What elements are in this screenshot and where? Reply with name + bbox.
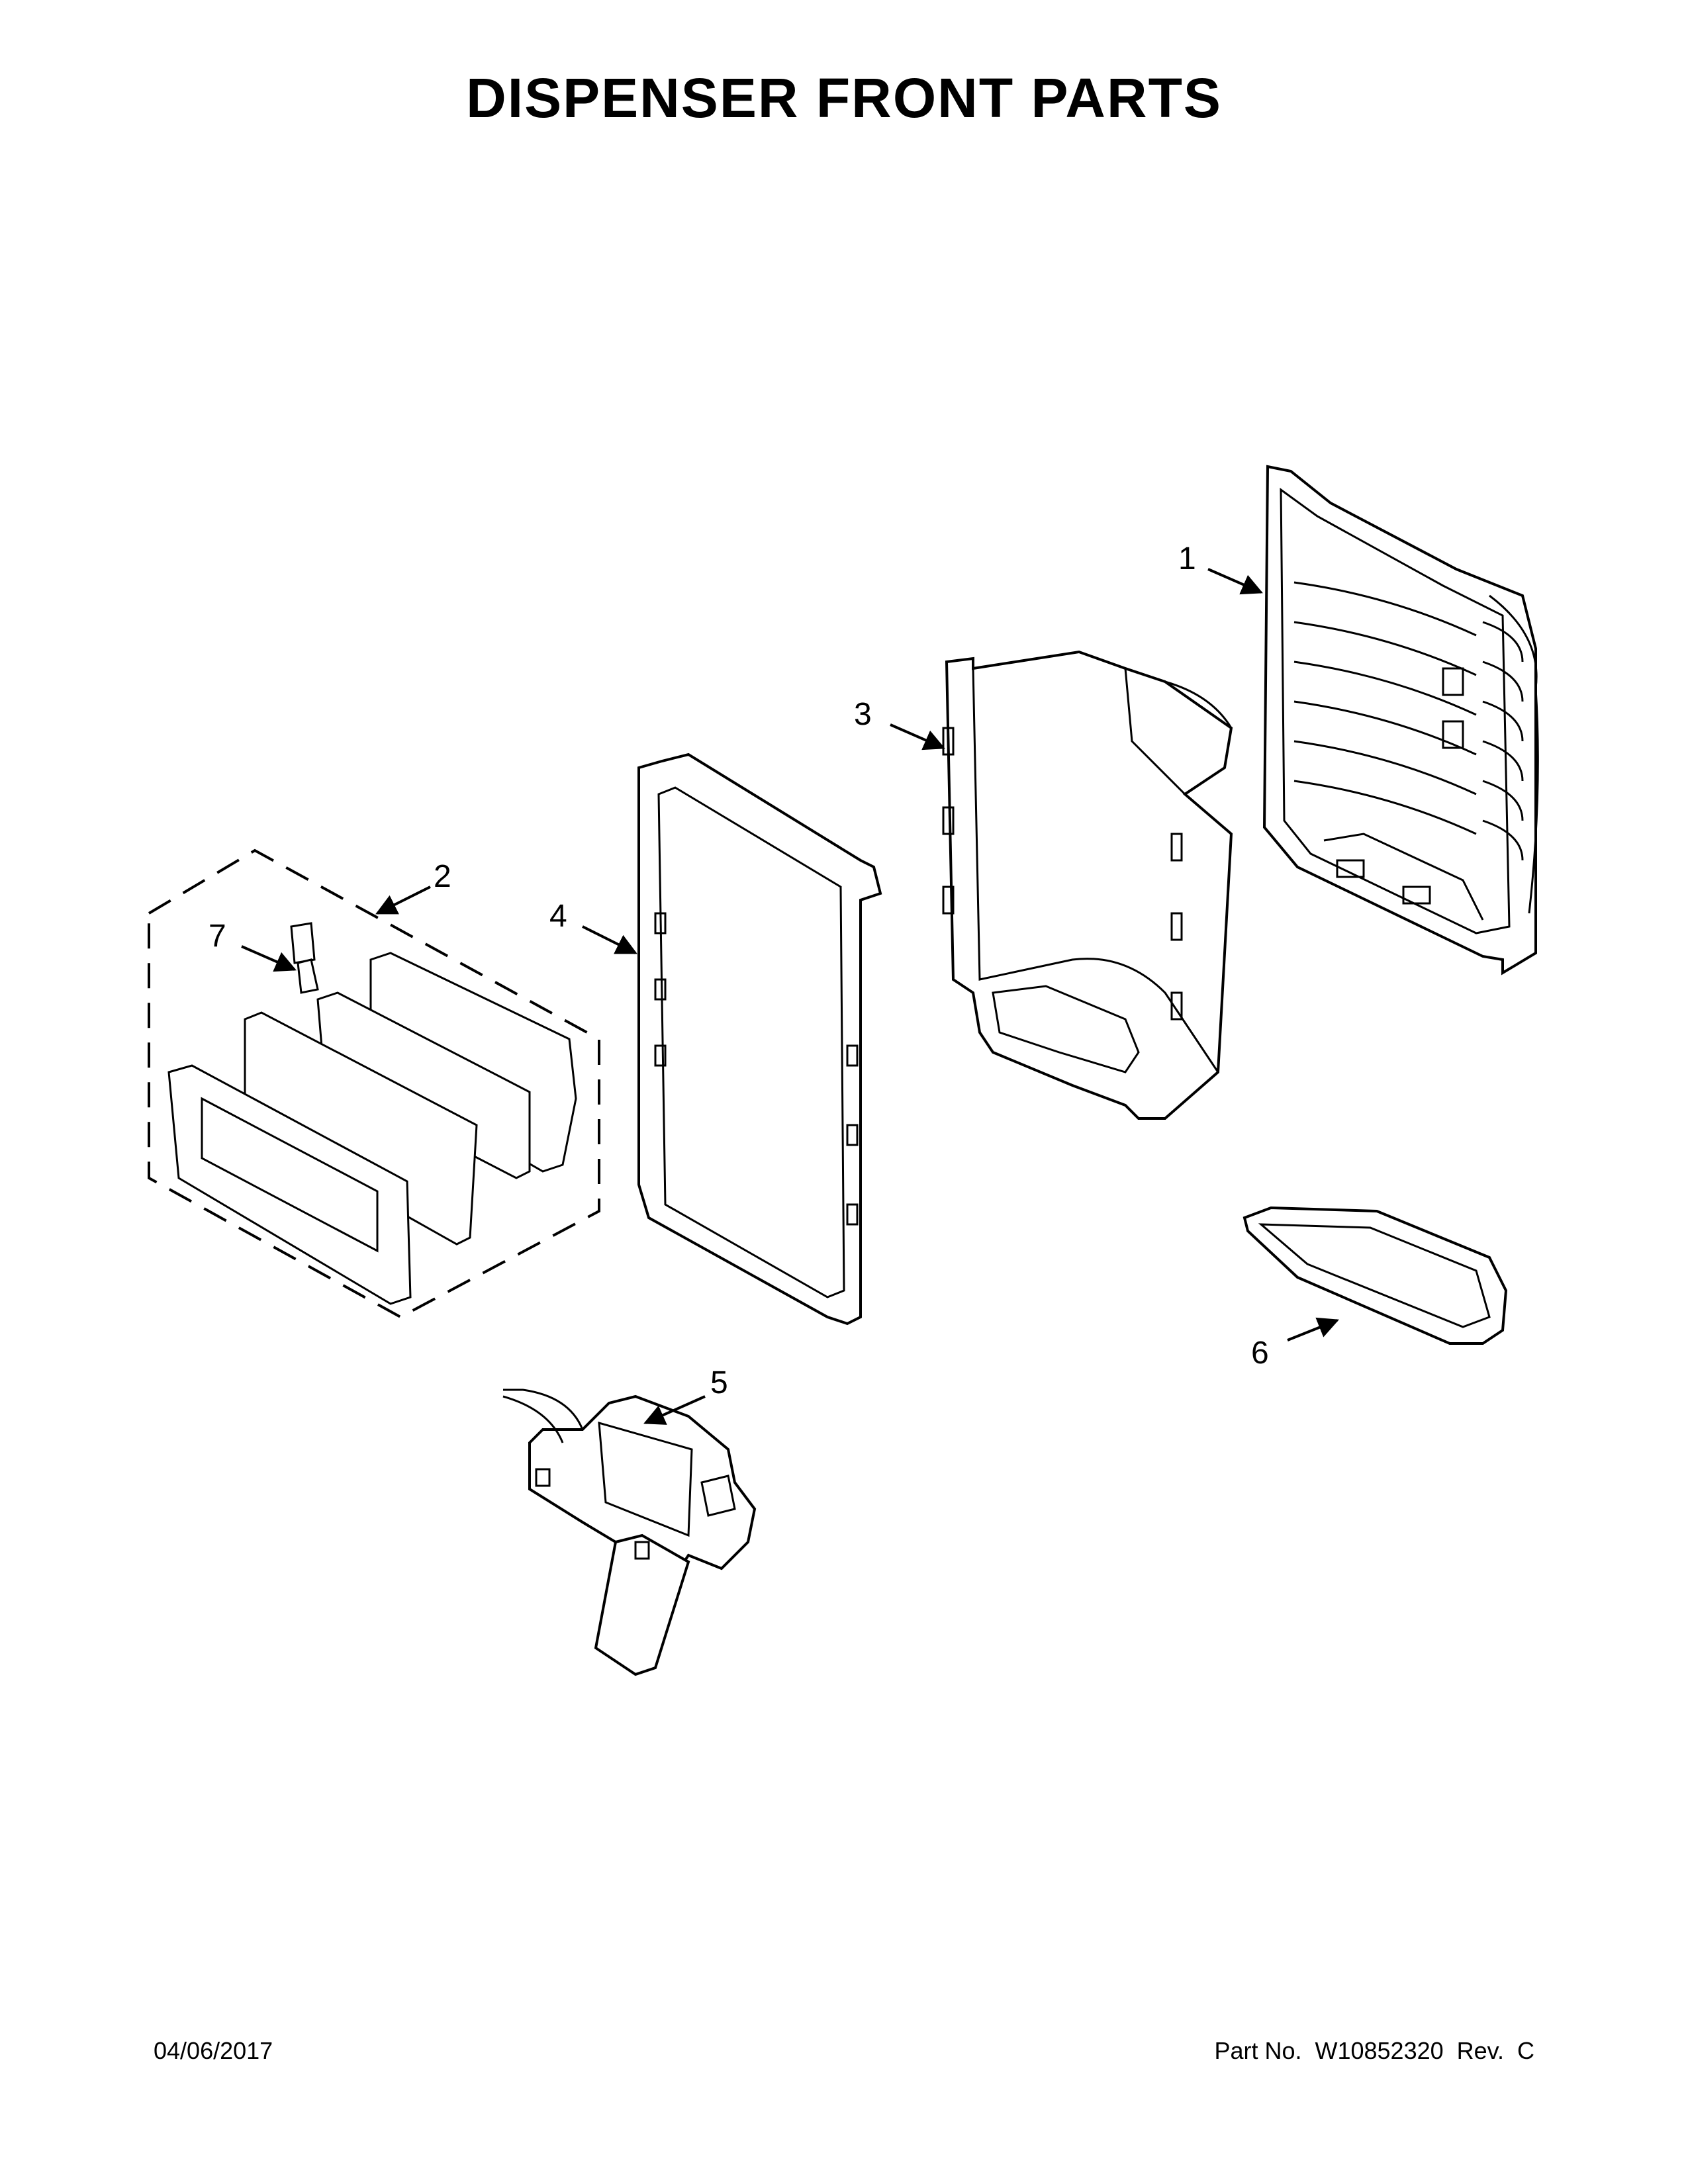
part-2-control-assembly bbox=[148, 848, 600, 1319]
callout-7: 7 bbox=[209, 919, 226, 954]
callout-4: 4 bbox=[549, 899, 567, 934]
footer-part-number: Part No. W10852320 Rev. C bbox=[1214, 2037, 1534, 2064]
part-1-rear-housing bbox=[1262, 465, 1539, 976]
part-3-ice-bucket bbox=[942, 650, 1233, 1120]
part-6-drip-tray bbox=[1243, 1206, 1508, 1345]
callout-arrows bbox=[241, 568, 1339, 1425]
diagram-title: DISPENSER FRONT PARTS bbox=[466, 67, 1222, 129]
footer-date: 04/06/2017 bbox=[154, 2037, 273, 2064]
part-4-front-frame bbox=[637, 752, 882, 1326]
callout-5: 5 bbox=[710, 1365, 728, 1400]
part-5-actuator-lever bbox=[502, 1388, 757, 1676]
callout-2: 2 bbox=[434, 859, 451, 894]
callout-3: 3 bbox=[854, 697, 872, 732]
callout-1: 1 bbox=[1178, 541, 1196, 576]
callout-6: 6 bbox=[1251, 1336, 1269, 1371]
